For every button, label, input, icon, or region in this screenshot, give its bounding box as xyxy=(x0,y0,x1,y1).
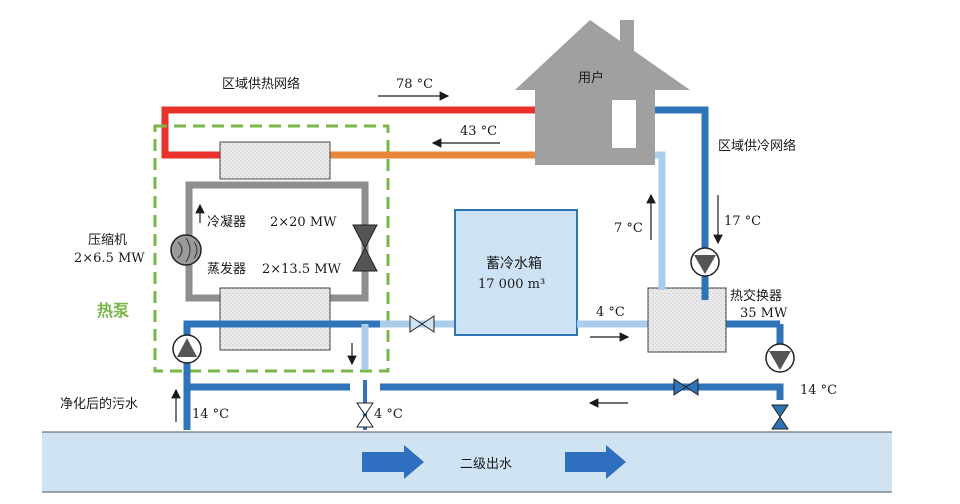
storage-tank-label: 蓄冷水箱 xyxy=(486,256,542,272)
cooling-return-temp: 17 °C xyxy=(724,214,761,229)
river-arrow-icon xyxy=(565,445,626,479)
heat-exchanger-label: 热交换器 xyxy=(730,288,782,304)
condenser-label: 冷凝器 xyxy=(207,214,246,230)
hx-return-temp: 14 °C xyxy=(800,383,837,398)
valve-icon[interactable] xyxy=(356,402,374,428)
heat-pump-label: 热泵 xyxy=(97,301,129,320)
condenser-power-label: 2×20 MW xyxy=(270,215,337,230)
cooling-supply-temp: 7 °C xyxy=(614,221,643,236)
cooling-return-pipe xyxy=(655,106,709,300)
user-label: 用户 xyxy=(578,70,604,86)
expansion-valve-icon xyxy=(352,224,378,250)
river-arrow-icon xyxy=(362,445,424,479)
pump-icon[interactable] xyxy=(172,334,202,364)
condenser-box xyxy=(219,141,331,180)
sewage-in-temp: 14 °C xyxy=(192,407,229,422)
evaporator-cold-pipe xyxy=(183,320,380,430)
storage-tank xyxy=(454,209,578,336)
user-building-icon xyxy=(515,20,690,165)
evaporator-power-label: 2×13.5 MW xyxy=(262,262,342,277)
bottom-main-pipe xyxy=(380,383,784,400)
district-heating-label: 区域供热网络 xyxy=(222,76,300,92)
evaporator-label: 蒸发器 xyxy=(207,261,246,277)
storage-volume-label: 17 000 m³ xyxy=(478,277,545,292)
sewage-out-temp: 4 °C xyxy=(374,407,403,422)
district-cooling-label: 区域供冷网络 xyxy=(718,138,796,154)
evaporator-box xyxy=(219,287,331,351)
pump-icon[interactable] xyxy=(765,343,795,373)
valve-icon[interactable] xyxy=(771,404,789,430)
return-temp-label: 43 °C xyxy=(460,124,497,139)
heat-pump-boundary xyxy=(153,124,390,373)
supply-temp-label: 78 °C xyxy=(396,77,433,92)
treated-sewage-label: 净化后的污水 xyxy=(60,396,138,412)
river-band xyxy=(42,432,892,492)
heat-exchanger-power-label: 35 MW xyxy=(740,306,788,321)
pump-icon[interactable] xyxy=(690,247,720,277)
valve-icon[interactable] xyxy=(409,315,435,333)
refrigerant-loop xyxy=(185,181,369,302)
expansion-valve-icon-lower xyxy=(352,246,378,272)
storage-out-temp: 4 °C xyxy=(596,305,625,320)
compressor-icon-detail xyxy=(177,237,198,263)
compressor-label: 压缩机 xyxy=(88,232,127,248)
secondary-effluent-label: 二级出水 xyxy=(460,457,512,472)
compressor-power-label: 2×6.5 MW xyxy=(74,251,145,266)
cooling-supply-pipe xyxy=(655,151,666,290)
valve-icon[interactable] xyxy=(673,378,699,396)
heat-pipe-red-return xyxy=(161,128,220,159)
